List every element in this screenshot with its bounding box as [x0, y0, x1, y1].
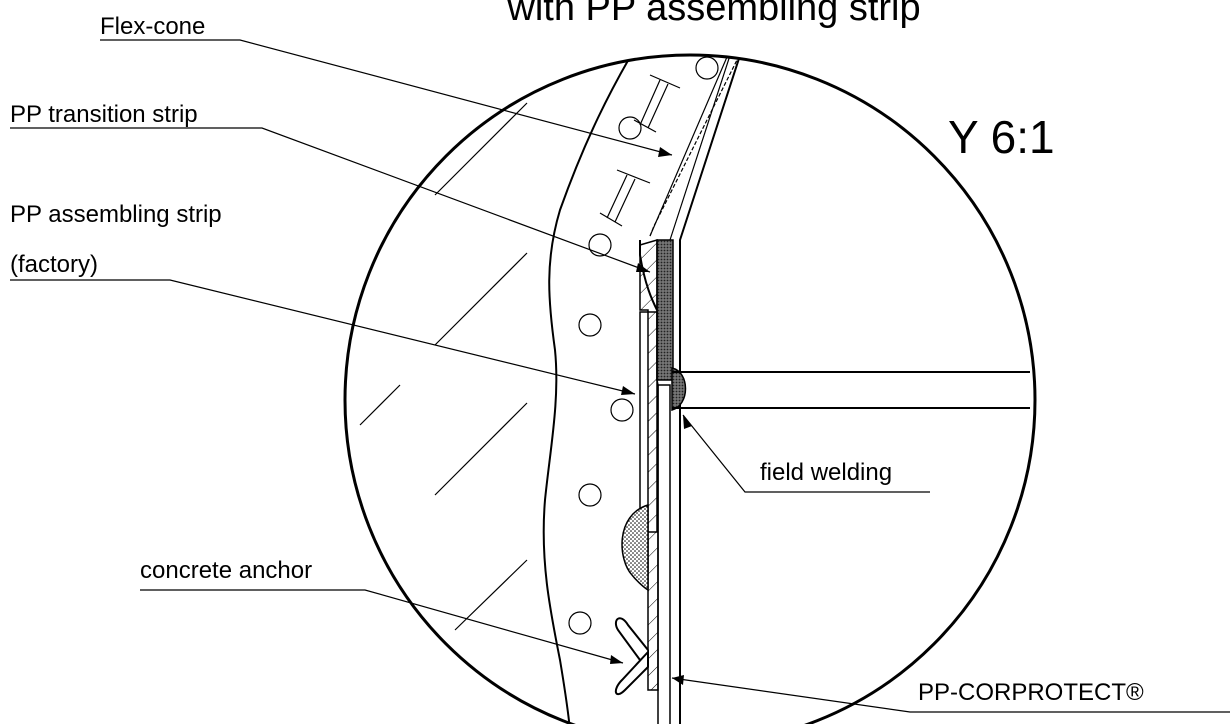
flex-cone-liner	[649, 55, 743, 237]
pp-corprotect-liner	[657, 384, 671, 724]
wall-line-2	[669, 55, 736, 241]
detail-circle	[343, 53, 1037, 724]
wall-inner-line	[679, 55, 746, 724]
leader-lines	[10, 39, 1230, 713]
concrete-hatching	[359, 102, 528, 631]
drawing-title: with PP assembling strip	[506, 0, 920, 29]
horizontal-plate	[672, 371, 1030, 409]
label-pp-assembling-strip-factory: (factory)	[10, 251, 98, 278]
concrete-boundary	[542, 55, 641, 724]
label-field-welding: field welding	[760, 459, 892, 486]
t-anchors	[599, 74, 681, 227]
label-flex-cone: Flex-cone	[100, 13, 205, 40]
label-concrete-anchor: concrete anchor	[140, 557, 312, 584]
pp-transition-strip	[656, 239, 674, 381]
section-content	[359, 55, 1030, 724]
label-pp-assembling-strip: PP assembling strip	[10, 201, 222, 228]
field-weld-bead	[671, 367, 687, 411]
aggregate-circles	[568, 56, 719, 635]
lower-weld-blob	[621, 503, 649, 592]
label-scale: Y 6:1	[948, 111, 1055, 163]
label-pp-corprotect: PP-CORPROTECT®	[918, 679, 1144, 706]
leader-arrowheads	[610, 147, 692, 685]
label-pp-transition-strip: PP transition strip	[10, 101, 198, 128]
concrete-anchor-shape	[614, 617, 649, 696]
